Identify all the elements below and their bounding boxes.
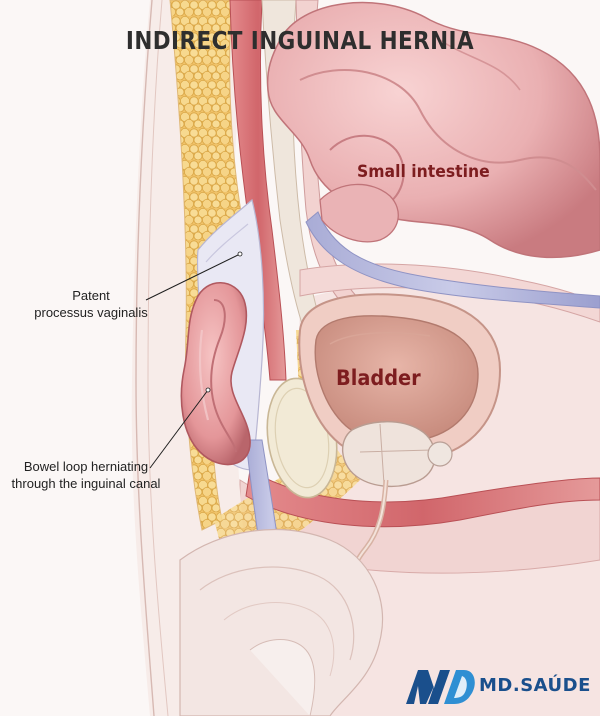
annotation-line: Patent <box>72 288 110 303</box>
label-small-intestine: Small intestine <box>357 162 490 182</box>
annotation-processus-vaginalis: Patent processus vaginalis <box>18 287 164 321</box>
annotation-line: through the inguinal canal <box>11 476 161 491</box>
md-logo-icon <box>406 670 475 704</box>
md-saude-logo: MD.SAÚDE <box>404 664 594 708</box>
annotation-line: processus vaginalis <box>34 305 148 320</box>
label-bladder: Bladder <box>336 366 421 390</box>
annotation-bowel-loop: Bowel loop herniating through the inguin… <box>0 458 172 492</box>
annotation-line: Bowel loop herniating <box>23 459 149 474</box>
diagram-title: INDIRECT INGUINAL HERNIA <box>125 26 475 55</box>
logo-wordmark: MD.SAÚDE <box>479 675 591 696</box>
